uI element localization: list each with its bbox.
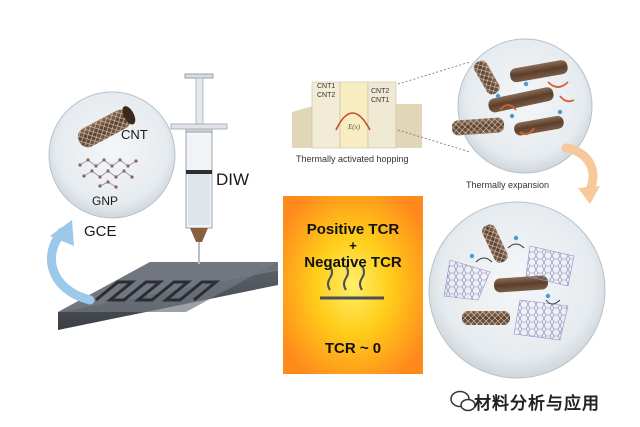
expansion-caption: Thermally expansion <box>466 180 550 190</box>
cnt-label: CNT <box>121 127 148 142</box>
watermark: 材料分析与应用 <box>446 387 600 415</box>
gce-arrow <box>46 220 95 305</box>
plus-sign: + <box>349 238 357 253</box>
tcr-panel <box>283 196 423 374</box>
gnp-label: GNP <box>92 194 119 208</box>
hopping-diagram <box>292 61 471 153</box>
negative-tcr-label: Negative TCR <box>304 254 402 271</box>
watermark-text: 材料分析与应用 <box>474 393 600 413</box>
tcr-result-label: TCR ~ 0 <box>324 340 382 357</box>
tcr-text-box: Positive TCR + Negative TCR TCR ~ 0 <box>283 196 423 374</box>
syringe <box>170 73 228 264</box>
cnt1-label: CNT1 <box>317 83 336 90</box>
printed-electrode <box>95 280 221 302</box>
diw-label: DIW <box>216 170 250 189</box>
hopping-caption: Thermally activated hopping <box>296 154 409 164</box>
positive-tcr-label: Positive TCR <box>306 221 400 238</box>
expansion-arrow <box>561 143 600 204</box>
energy-label: E(x) <box>348 123 361 131</box>
gce-label: GCE <box>84 223 117 240</box>
materials-circle <box>48 91 176 219</box>
cnt2-label-right: CNT2 <box>371 88 390 95</box>
thermal-circle-bottom <box>428 201 606 379</box>
wechat-icon <box>450 390 476 412</box>
cnt1-label-right: CNT1 <box>371 97 390 104</box>
cnt2-label-left: CNT2 <box>317 92 336 99</box>
thermal-circle-top <box>451 38 593 174</box>
